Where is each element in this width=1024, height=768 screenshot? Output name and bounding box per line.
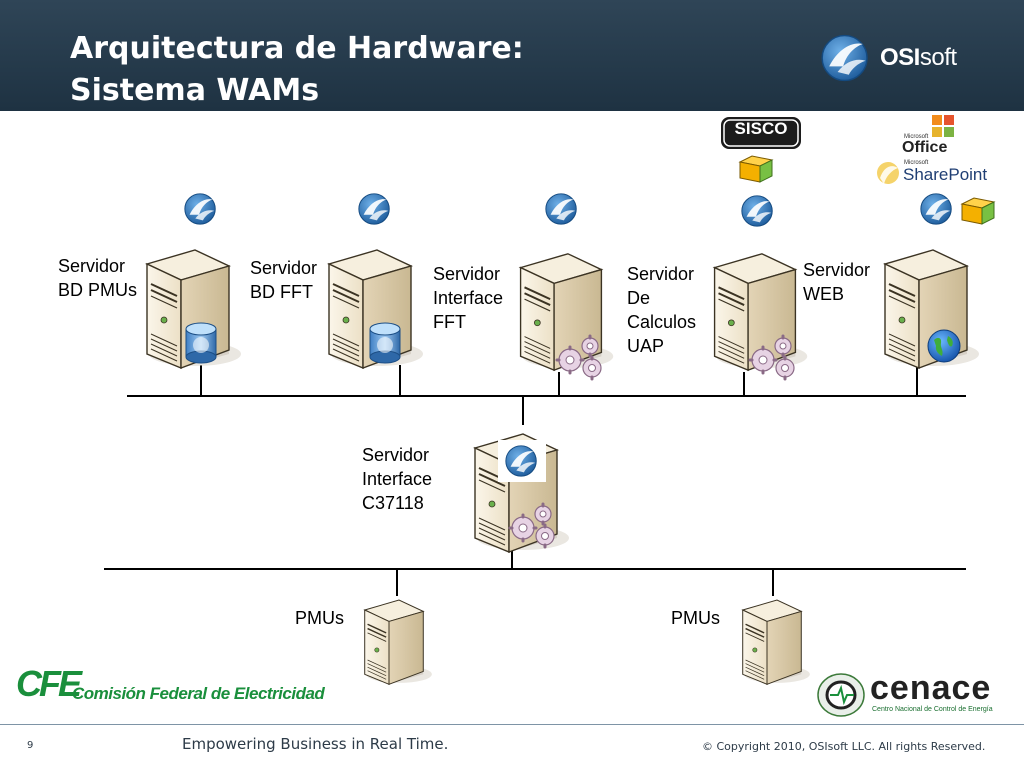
database-icon-bd-pmus (184, 321, 218, 365)
pmu-device-right (732, 590, 812, 690)
gears-icon-calculos (743, 332, 803, 382)
pmu-device-left (354, 590, 434, 690)
osisoft-logo-text: OSIsoft (880, 44, 957, 72)
af-logo-icon (738, 154, 774, 184)
sisco-logo-text: SISCO (734, 119, 788, 138)
footer-copyright: © Copyright 2010, OSIsoft LLC. All right… (702, 740, 986, 753)
osisoft-bold: OSI (880, 44, 920, 71)
gears-icon-interface-fft (550, 332, 610, 382)
globe-icon-web (926, 328, 962, 364)
label-server-bd-fft: Servidor BD FFT (250, 258, 318, 302)
link-bd-fft (399, 365, 401, 397)
office-logo-icon (932, 115, 954, 137)
link-calculos (743, 372, 745, 397)
title-line-1: Arquitectura de Hardware: (70, 31, 524, 66)
cfe-logo-name: Comisión Federal de Electricidad (72, 684, 325, 703)
link-pmus-right (772, 568, 774, 596)
pi-icon-calculos (739, 192, 777, 230)
label-pmus-right: PMUs (671, 608, 720, 628)
osisoft-light: soft (919, 44, 957, 71)
label-server-interface-c37118: Servidor Interface C37118 (362, 445, 433, 513)
link-c37118-down (511, 545, 513, 570)
cfe-logo-mark: CFE (16, 663, 82, 704)
link-c37118-up (522, 395, 524, 425)
cenace-logo-text: cenace (870, 669, 992, 707)
page-number: 9 (27, 740, 34, 751)
upper-network-bus (127, 395, 966, 397)
database-icon-bd-fft (368, 321, 402, 365)
gears-icon-c37118 (503, 500, 563, 550)
microsoft-label-1: Microsoft (904, 134, 929, 140)
link-pmus-left (396, 568, 398, 596)
pi-icon-interface-fft (543, 190, 581, 228)
pi-icon-c37118 (503, 442, 541, 480)
sharepoint-logo-icon (877, 162, 899, 184)
sharepoint-logo-text: SharePoint (903, 165, 988, 184)
label-server-calculos-uap: Servidor De Calculos UAP (627, 264, 697, 356)
pi-icon-bd-fft (356, 190, 394, 228)
footer-divider (0, 724, 1024, 725)
cenace-logo-subtitle: Centro Nacional de Control de Energía (872, 706, 993, 713)
sisco-logo (721, 117, 801, 149)
pi-icon-web (918, 190, 956, 228)
af-web-icon (960, 196, 996, 226)
pi-icon-bd-pmus (182, 190, 220, 228)
osisoft-logo-icon (818, 30, 874, 86)
microsoft-label-2: Microsoft (904, 160, 929, 166)
office-logo-text: Office (902, 139, 948, 156)
label-server-web: Servidor WEB (803, 260, 871, 304)
footer-tagline: Empowering Business in Real Time. (182, 735, 449, 753)
slide-title: Arquitectura de Hardware: Sistema WAMs (70, 28, 524, 112)
lower-network-bus (104, 568, 966, 570)
label-server-bd-pmus: Servidor BD PMUs (58, 256, 138, 300)
title-line-2: Sistema WAMs (70, 73, 320, 108)
cenace-logo-icon (817, 673, 865, 717)
link-interface-fft (558, 372, 560, 397)
link-web (916, 365, 918, 397)
label-pmus-left: PMUs (295, 608, 344, 628)
link-bd-pmus (200, 365, 202, 397)
label-server-interface-fft: Servidor Interface FFT (433, 264, 504, 332)
